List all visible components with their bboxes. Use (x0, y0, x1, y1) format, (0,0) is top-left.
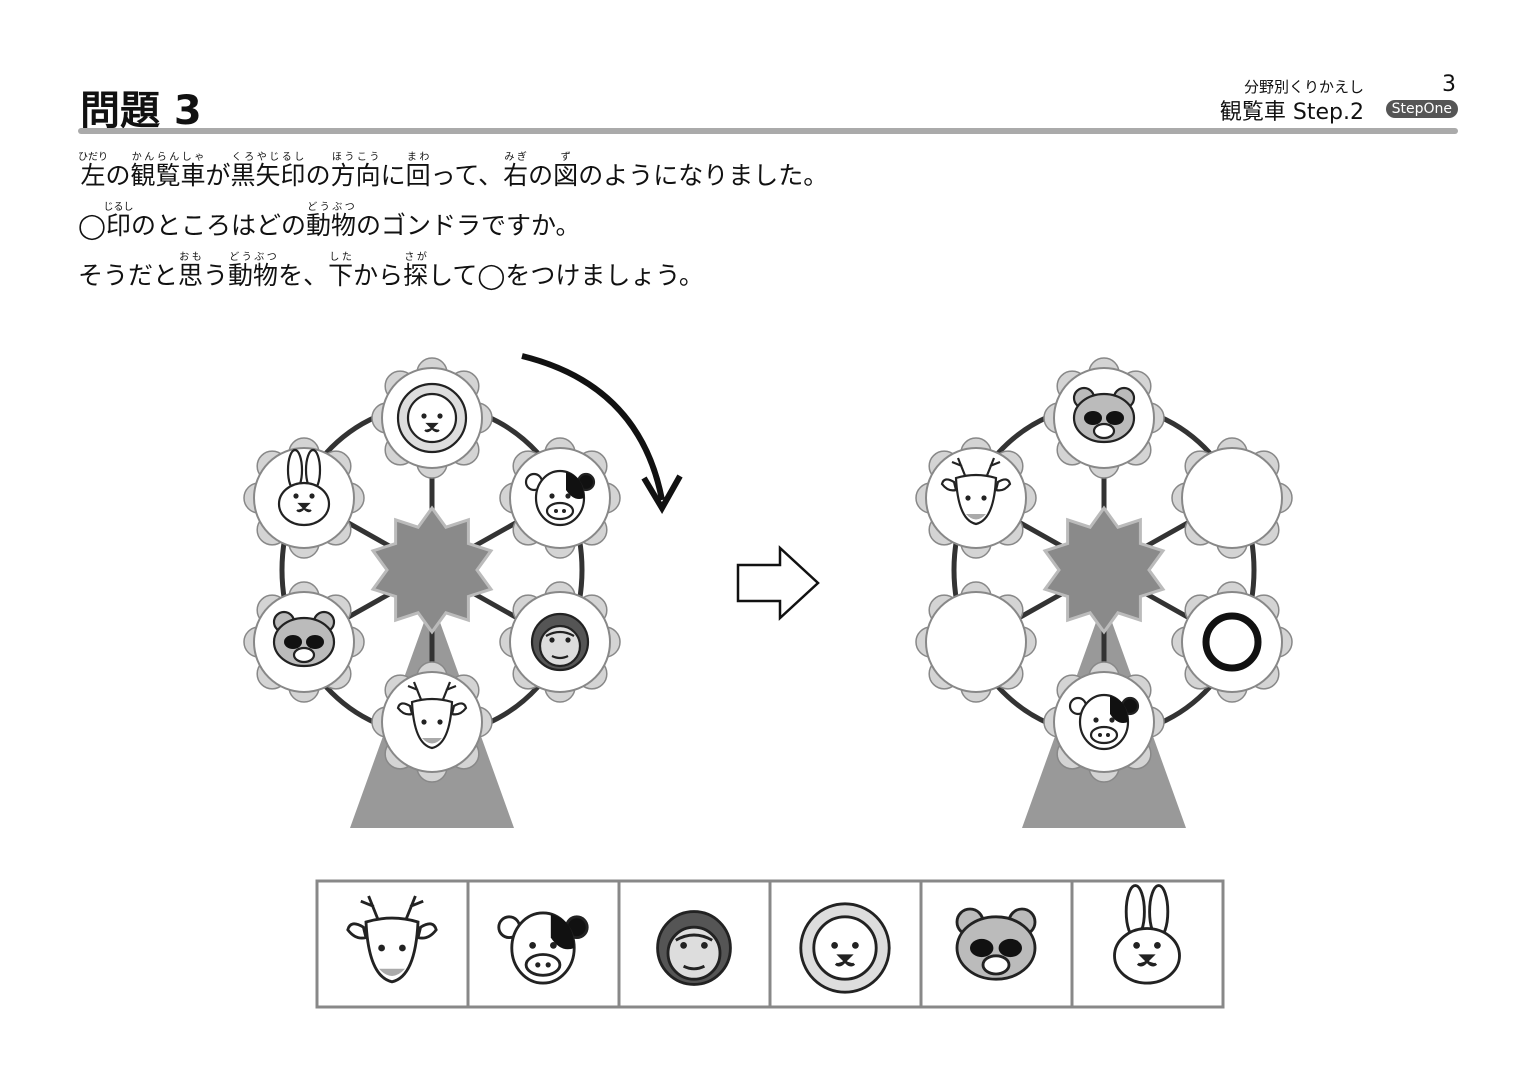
ruby-word: 右みぎ (503, 152, 529, 190)
left-gondola-cow (499, 437, 621, 559)
cow-icon (497, 911, 589, 985)
rabbit-icon (277, 448, 331, 527)
text-segment: の (105, 161, 131, 190)
ruby-word: 方向ほうこう (330, 152, 381, 190)
furigana: かんらんしゃ (130, 152, 206, 163)
lion-icon (396, 382, 468, 454)
choice-gorilla[interactable] (617, 879, 772, 1009)
text-segment: の (305, 161, 331, 190)
cow-icon (1068, 693, 1140, 751)
cow-icon (524, 469, 596, 527)
choice-rabbit[interactable] (1070, 879, 1225, 1009)
left-gondola-rabbit (243, 437, 365, 559)
right-gondola-deer (915, 437, 1037, 559)
sheet-title: 観覧車 Step.2 (1219, 100, 1364, 125)
deer-icon (940, 457, 1012, 526)
deer-icon (396, 681, 468, 750)
furigana: どうぶつ (228, 252, 279, 263)
furigana: ひだり (78, 152, 108, 163)
text-segment: そうだと (78, 261, 179, 290)
brand-logo: StepOne (1385, 100, 1458, 118)
left-wheel-hub (370, 505, 494, 635)
right-gondola-cow (1043, 661, 1165, 783)
right-gondola-raccoon (1043, 357, 1165, 479)
clockwise-arrow-icon (521, 353, 665, 501)
text-segment: の (528, 161, 554, 190)
furigana: どうぶつ (306, 202, 357, 213)
deer-icon (346, 895, 438, 984)
lion-icon (799, 902, 891, 994)
answer-circle-mark (1202, 612, 1262, 672)
text-segment: のようになりました。 (578, 161, 829, 190)
choice-cow[interactable] (466, 879, 621, 1009)
ruby-word: 動物どうぶつ (306, 202, 357, 240)
raccoon-icon (1072, 386, 1136, 444)
ruby-word: 左ひだり (78, 152, 108, 190)
furigana: ず (553, 152, 579, 163)
text-segment: から (353, 261, 404, 290)
text-segment: が (205, 161, 231, 190)
header-divider (78, 128, 1458, 134)
furigana: まわ (405, 152, 431, 163)
ruby-word: 探さが (403, 252, 429, 290)
text-segment: に (380, 161, 406, 190)
furigana: おも (178, 252, 204, 263)
text-segment: う (203, 261, 229, 290)
ruby-word: 回まわ (405, 152, 431, 190)
raccoon-icon (955, 907, 1037, 981)
ruby-word: 印じるし (103, 202, 134, 240)
page-number: 3 (1442, 72, 1456, 97)
gorilla-icon (656, 910, 732, 986)
furigana: した (328, 252, 354, 263)
ruby-word: 図ず (553, 152, 579, 190)
furigana: みぎ (503, 152, 529, 163)
text-segment: のところはどの (131, 211, 307, 240)
right-gondola-empty (1171, 437, 1293, 559)
left-gondola-deer (371, 661, 493, 783)
furigana: じるし (103, 202, 134, 213)
subtitle: 分野別くりかえし (1243, 78, 1364, 96)
ruby-word: 黒矢印くろやじるし (230, 152, 306, 190)
right-arrow-icon (736, 545, 820, 621)
question-line-1: 左ひだりの観覧車かんらんしゃが黒矢印くろやじるしの方向ほうこうに回まわって、右み… (78, 152, 828, 188)
rabbit-icon (1113, 884, 1181, 985)
right-wheel-hub (1042, 505, 1166, 635)
ruby-word: 観覧車かんらんしゃ (130, 152, 206, 190)
choice-deer[interactable] (315, 879, 470, 1009)
choice-lion[interactable] (768, 879, 923, 1009)
text-segment: を、 (278, 261, 329, 290)
text-segment: して◯をつけましょう。 (428, 261, 704, 290)
text-segment: ◯ (78, 211, 106, 240)
furigana: さが (403, 252, 429, 263)
right-gondola-empty (915, 581, 1037, 703)
ruby-word: 思おも (178, 252, 204, 290)
furigana: ほうこう (330, 152, 381, 163)
arrow-head (641, 474, 683, 514)
choice-raccoon[interactable] (919, 879, 1074, 1009)
raccoon-icon (272, 610, 336, 668)
ruby-word: 下した (328, 252, 354, 290)
left-gondola-raccoon (243, 581, 365, 703)
page-title: 問題 3 (80, 88, 202, 134)
ruby-word: 動物どうぶつ (228, 252, 279, 290)
left-gondola-gorilla (499, 581, 621, 703)
question-line-3: そうだと思おもう動物どうぶつを、下したから探さがして◯をつけましょう。 (78, 252, 704, 288)
question-line-2: ◯印じるしのところはどの動物どうぶつのゴンドラですか。 (78, 202, 581, 238)
furigana: くろやじるし (230, 152, 306, 163)
right-gondola-answer-circle (1171, 581, 1293, 703)
gorilla-icon (530, 612, 590, 672)
text-segment: のゴンドラですか。 (356, 211, 581, 240)
text-segment: って、 (430, 161, 504, 190)
left-gondola-lion (371, 357, 493, 479)
